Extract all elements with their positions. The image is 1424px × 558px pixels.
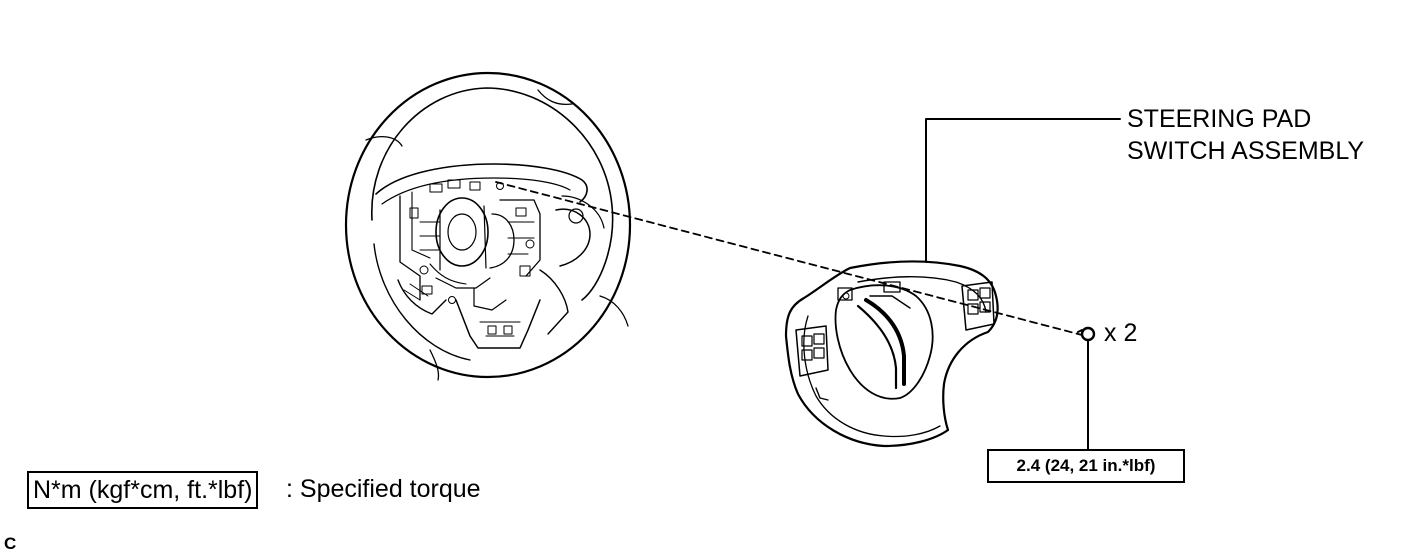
part-leader-line xyxy=(925,118,1121,263)
torque-legend-description: : Specified torque xyxy=(286,475,481,503)
part-label-line-1: STEERING PAD xyxy=(1127,105,1312,133)
torque-legend-units-box: N*m (kgf*cm, ft.*lbf) xyxy=(27,471,259,509)
corner-mark: C xyxy=(4,534,17,553)
steering-wheel xyxy=(344,71,632,381)
torque-spec-box: 2.4 (24, 21 in.*lbf) xyxy=(987,449,1185,483)
bolt-quantity-label: x 2 xyxy=(1104,319,1138,347)
part-label-line-2: SWITCH ASSEMBLY xyxy=(1127,137,1365,165)
steering-pad-switch-assembly xyxy=(784,260,999,448)
assembly-line xyxy=(495,181,1083,336)
